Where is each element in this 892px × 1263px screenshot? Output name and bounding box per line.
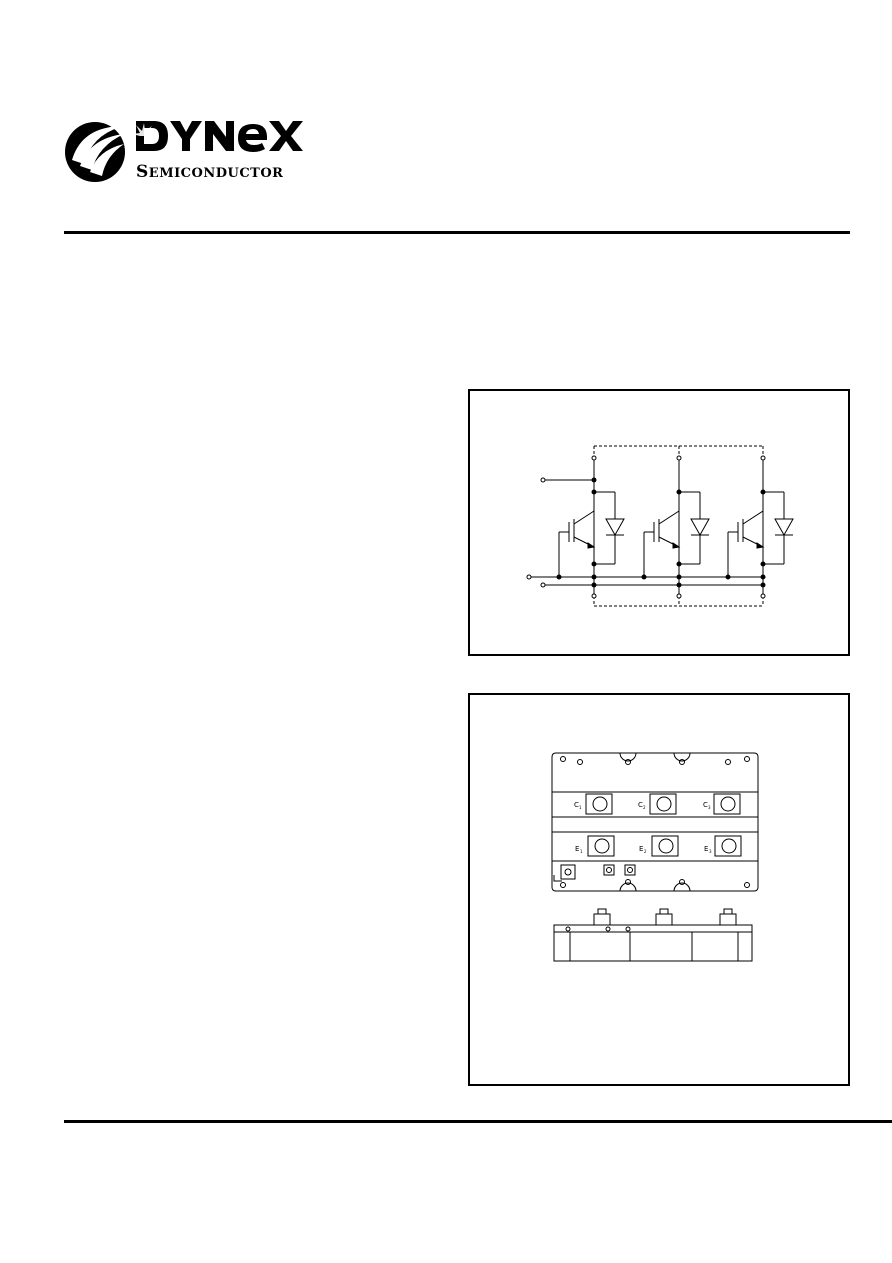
collector-labels: C 1 C 2 C 3 bbox=[574, 801, 711, 810]
circuit-terminal bbox=[526, 574, 532, 580]
svg-text:1: 1 bbox=[579, 805, 582, 810]
collector-label-1: C bbox=[574, 801, 579, 809]
dynex-logo: SEMICONDUCTOR bbox=[62, 112, 312, 187]
module-side-view bbox=[553, 908, 753, 962]
circuit-terminal bbox=[540, 477, 546, 483]
svg-text:3: 3 bbox=[709, 849, 712, 854]
module-top-view bbox=[551, 752, 759, 892]
logo-wordmark bbox=[132, 121, 303, 152]
igbt-leg-3 bbox=[725, 455, 794, 599]
logo-swoosh-icon bbox=[65, 122, 125, 182]
dynex-logo-graphic: SEMICONDUCTOR bbox=[65, 121, 303, 182]
svg-text:2: 2 bbox=[644, 849, 647, 854]
circuit-diagram-panel bbox=[468, 389, 850, 656]
svg-text:3: 3 bbox=[708, 805, 711, 810]
collector-label-2: C bbox=[638, 801, 643, 809]
circuit-diagram bbox=[526, 445, 794, 607]
circuit-terminal bbox=[540, 582, 546, 588]
emitter-label-3: E bbox=[704, 845, 708, 853]
logo-tagline: SEMICONDUCTOR bbox=[136, 162, 283, 182]
bottom-rule bbox=[64, 1120, 892, 1123]
svg-text:1: 1 bbox=[580, 849, 583, 854]
emitter-label-1: E bbox=[575, 845, 579, 853]
emitter-label-2: E bbox=[639, 845, 643, 853]
top-rule bbox=[64, 231, 850, 234]
igbt-leg-2 bbox=[641, 455, 710, 599]
emitter-labels: E 1 E 2 E 3 bbox=[575, 845, 712, 854]
igbt-leg-1 bbox=[556, 455, 625, 599]
module-outline-panel: C 1 C 2 C 3 E 1 E 2 E 3 bbox=[468, 693, 850, 1086]
collector-label-3: C bbox=[703, 801, 708, 809]
module-outline-drawing: C 1 C 2 C 3 E 1 E 2 E 3 bbox=[551, 752, 759, 962]
svg-text:2: 2 bbox=[643, 805, 646, 810]
